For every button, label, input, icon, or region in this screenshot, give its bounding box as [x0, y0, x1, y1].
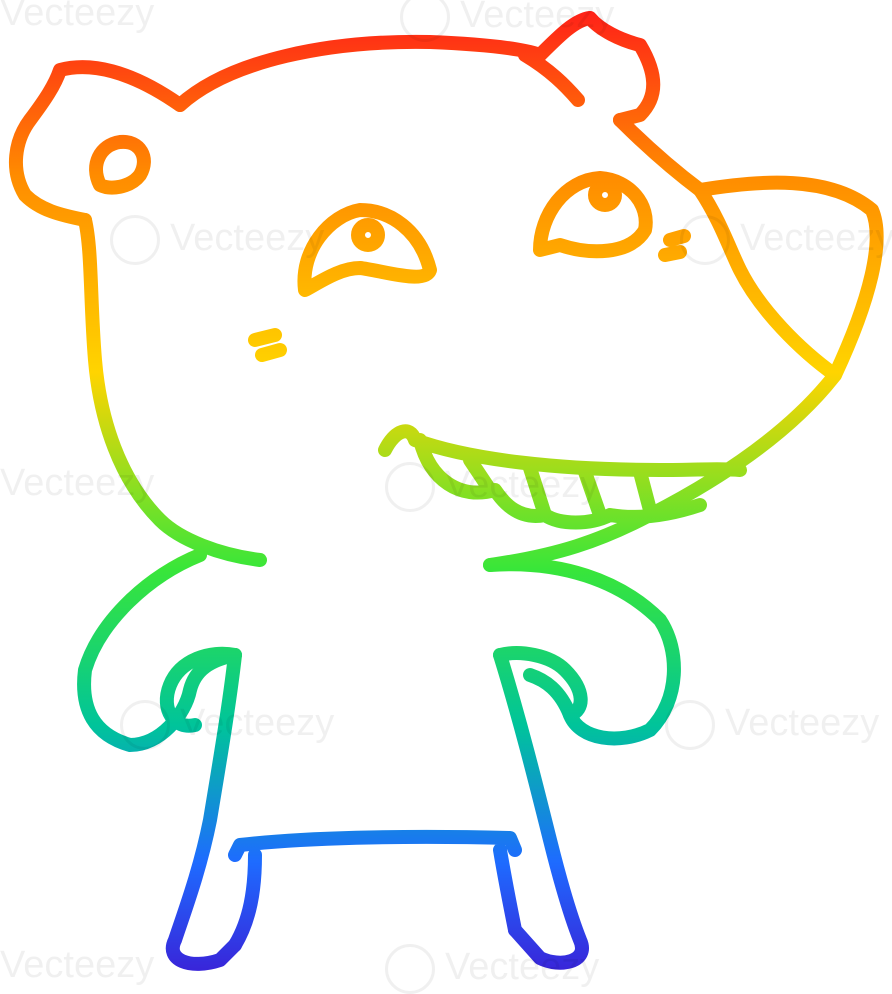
bear-left-hand — [159, 646, 242, 733]
bear-left-ear — [8, 60, 187, 227]
bear-right-eye — [533, 171, 653, 259]
bear-left-eye — [297, 203, 437, 297]
bear-teeth — [463, 453, 657, 522]
bear-head-outline — [78, 34, 884, 572]
bear-right-hand — [493, 646, 588, 722]
bear-left-inner-ear — [89, 134, 151, 195]
bear-right-inner-ear — [518, 48, 585, 107]
bear-left-pupil — [351, 218, 385, 252]
bear-right-side — [493, 648, 589, 970]
bear-crotch — [228, 829, 522, 952]
bear-freckles-right — [658, 229, 691, 262]
bear-mouth — [378, 424, 747, 530]
bear-body-left — [77, 548, 242, 752]
bear-freckles-left — [248, 328, 287, 362]
bear-left-side — [165, 648, 242, 971]
bear-right-ear — [533, 11, 661, 127]
bear-right-pupil — [588, 178, 622, 212]
bear-muzzle — [693, 183, 842, 382]
